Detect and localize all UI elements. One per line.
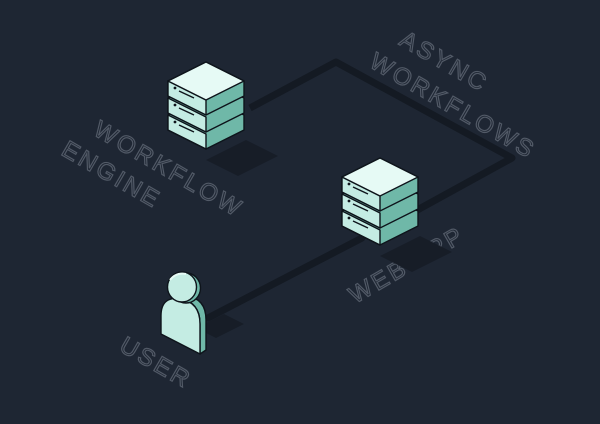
- connectors: [204, 58, 516, 322]
- user-shadow: [196, 314, 244, 338]
- server-stack-icon: [167, 61, 278, 176]
- server-unit: [167, 61, 245, 116]
- user-node: [160, 271, 244, 355]
- user-webapp-connector: [204, 234, 366, 322]
- async-workflows-connector: [248, 58, 516, 218]
- web-app-node: [341, 157, 452, 272]
- workflow-engine-node: [167, 61, 278, 176]
- server-unit: [341, 157, 419, 212]
- user-icon: [160, 271, 244, 355]
- node-shadow: [380, 236, 452, 272]
- server-stack-icon: [341, 157, 452, 272]
- node-shadow: [206, 140, 278, 176]
